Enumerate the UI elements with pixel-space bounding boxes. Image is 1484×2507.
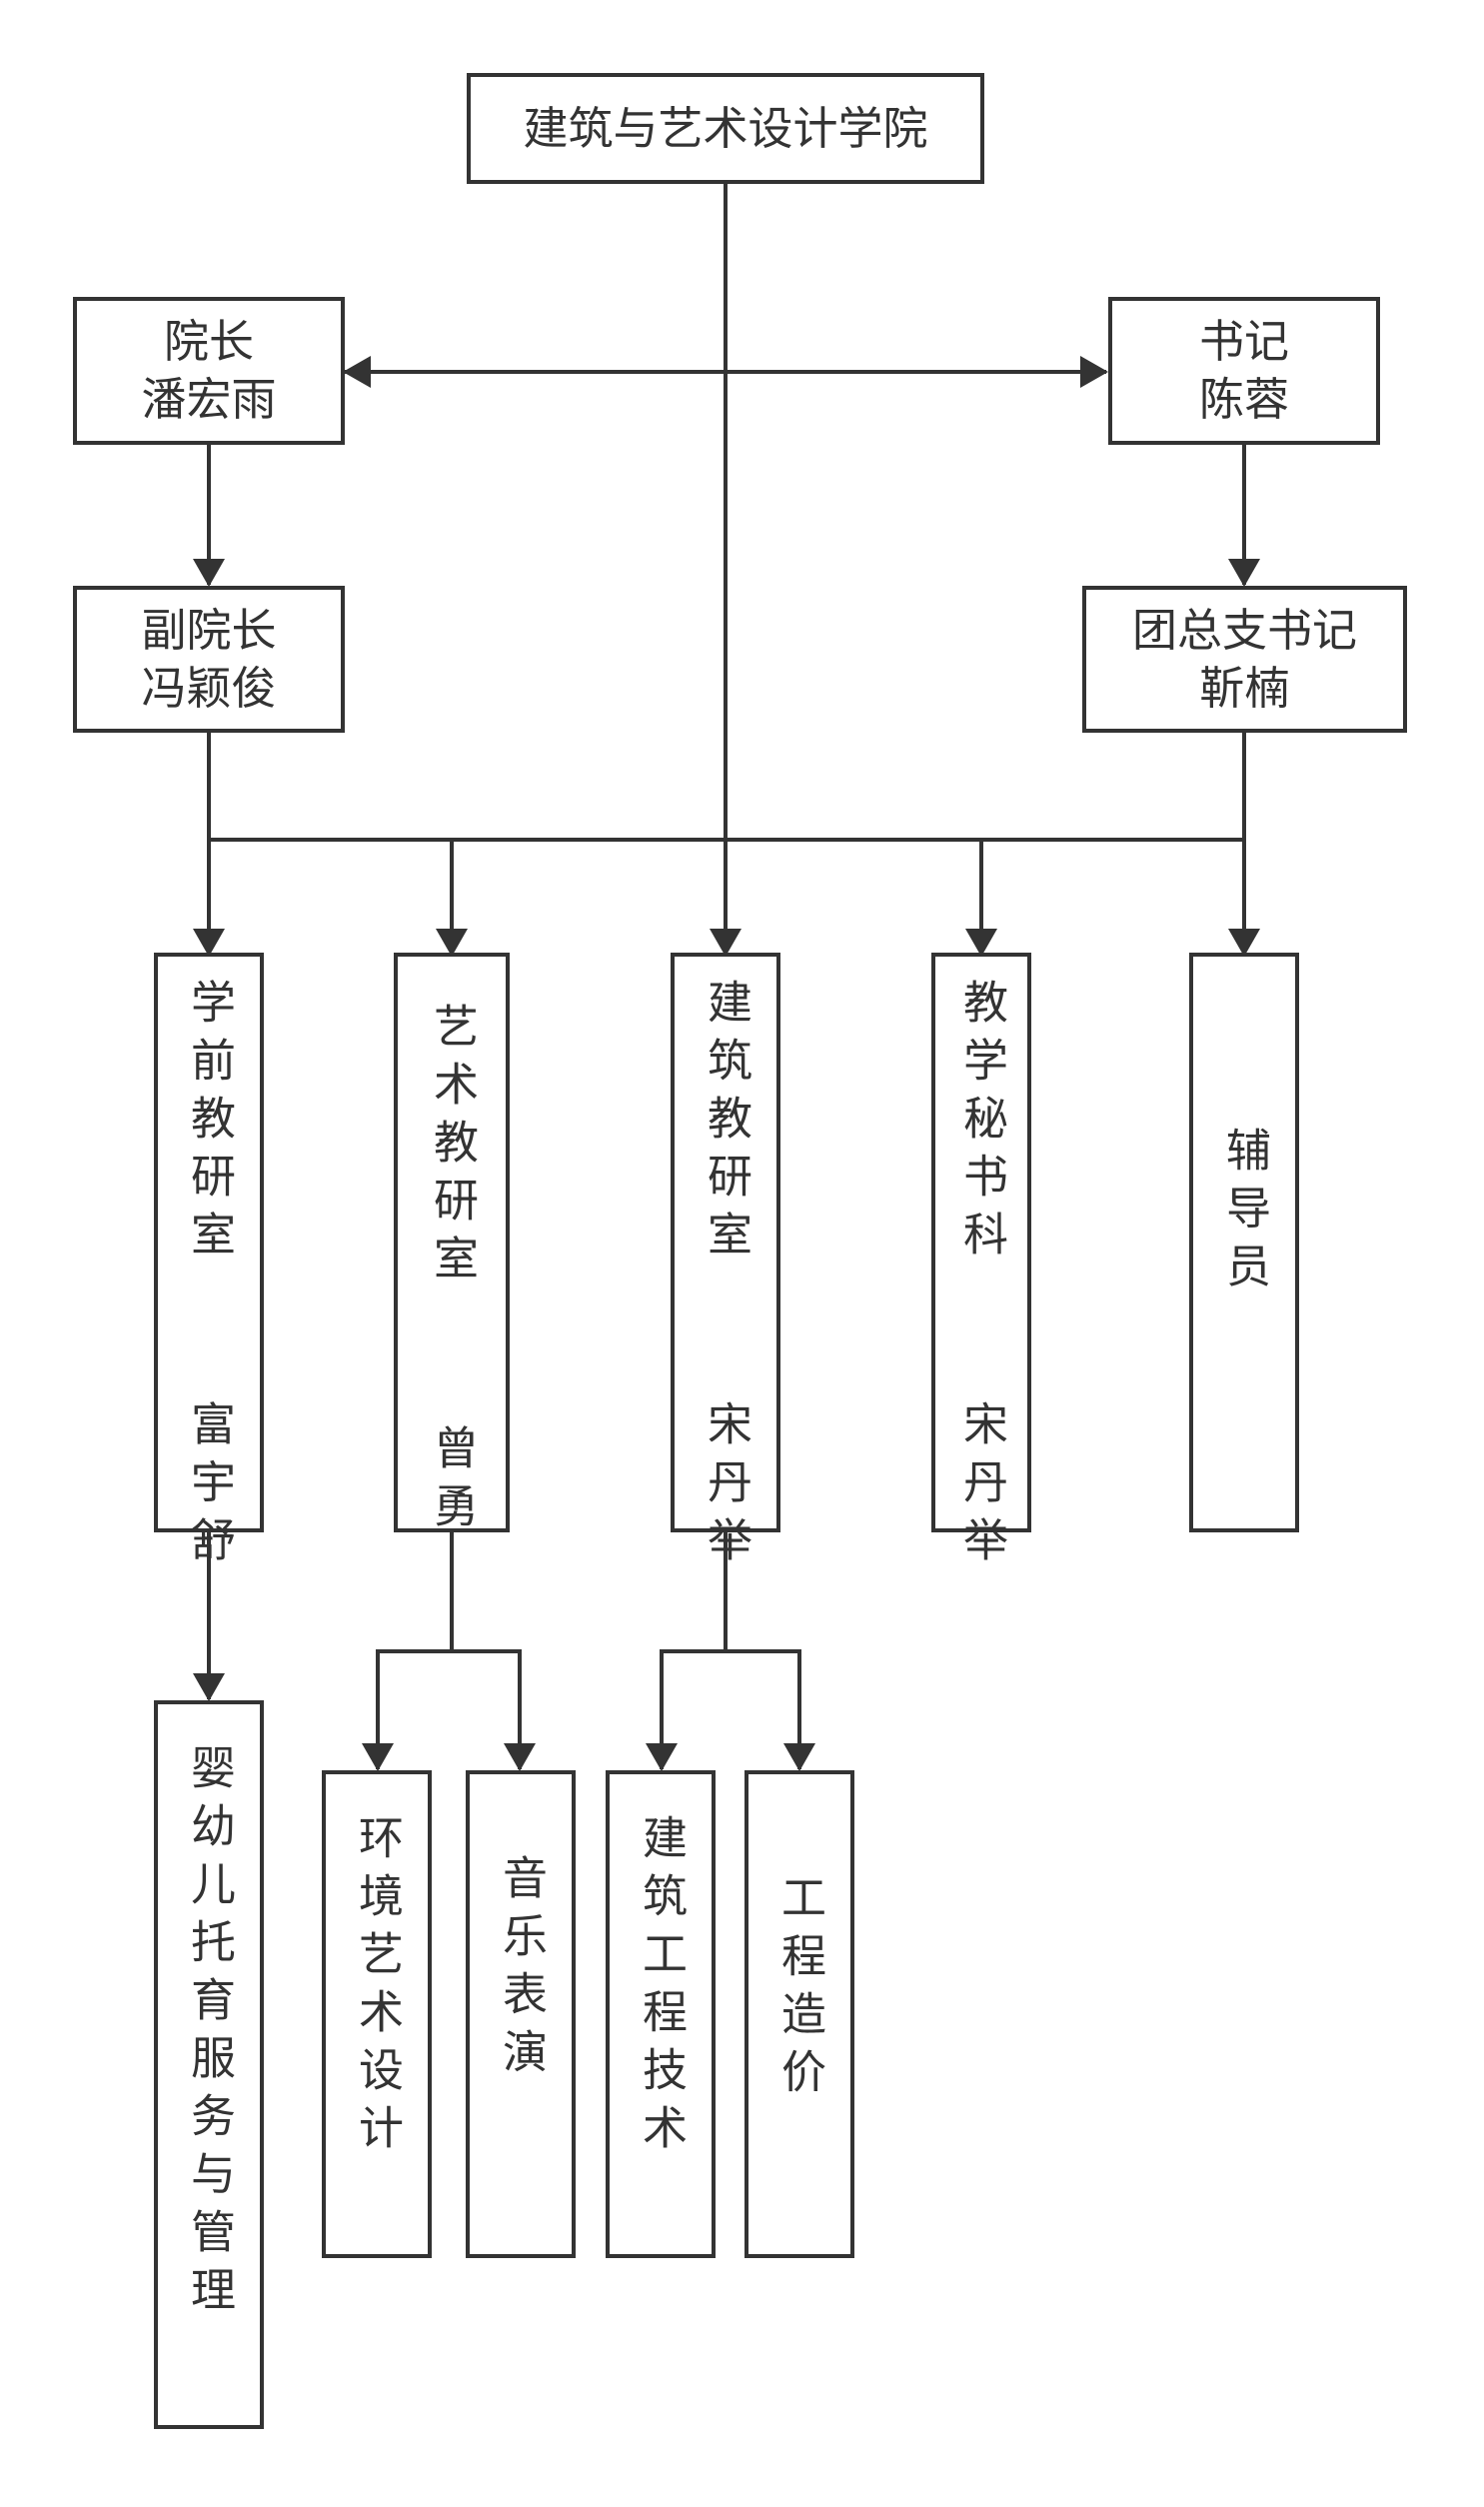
dept-preschool-box: 学前教研室 富宇舒	[154, 953, 264, 1574]
youth-secretary-name: 靳楠	[1199, 661, 1290, 715]
dean-name: 潘宏雨	[141, 373, 277, 426]
major-construction-box: 建筑工程技术	[606, 1770, 716, 2258]
dean-box: 院长 潘宏雨	[73, 297, 345, 445]
vice-dean-box: 副院长 冯颖俊	[73, 586, 345, 733]
major-environment-art-box: 环境艺术设计	[322, 1770, 432, 2258]
vice-dean-title: 副院长	[141, 603, 277, 657]
dean-title: 院长	[163, 315, 254, 368]
vice-dean-name: 冯颖俊	[141, 661, 277, 715]
major-cost-box: 工程造价	[744, 1770, 854, 2258]
college-box: 建筑与艺术设计学院	[467, 73, 984, 184]
dept-architecture-label: 建筑教研室 宋丹举	[700, 979, 752, 1574]
dept-teaching-office-label: 教学秘书科 宋丹举	[955, 979, 1008, 1574]
major-environment-art-label: 环境艺术设计	[351, 1814, 404, 2162]
secretary-title: 书记	[1198, 315, 1289, 368]
dept-art-box: 艺术教研室 曾勇	[394, 953, 510, 1540]
major-cost-label: 工程造价	[773, 1874, 826, 2106]
youth-secretary-box: 团总支书记 靳楠	[1082, 586, 1407, 733]
connector-art-music	[452, 1649, 536, 1771]
dept-architecture-box: 建筑教研室 宋丹举	[671, 953, 780, 1574]
connector-art-majors	[362, 1531, 454, 1771]
secretary-name: 陈蓉	[1198, 373, 1289, 426]
dept-preschool-label: 学前教研室 富宇舒	[183, 979, 236, 1574]
dept-counselor-label: 辅导员	[1218, 1127, 1271, 1300]
major-childcare-label: 婴幼儿托育服务与管理	[183, 1744, 236, 2324]
major-construction-label: 建筑工程技术	[635, 1814, 688, 2162]
dept-art-label: 艺术教研室 曾勇	[426, 1003, 479, 1540]
major-music-box: 音乐表演	[466, 1770, 576, 2258]
major-childcare-box: 婴幼儿托育服务与管理	[154, 1700, 264, 2429]
college-title: 建筑与艺术设计学院	[523, 101, 928, 155]
connector-arch-cost	[726, 1649, 815, 1771]
dept-teaching-office-box: 教学秘书科 宋丹举	[931, 953, 1031, 1574]
major-music-label: 音乐表演	[495, 1854, 548, 2086]
dept-counselor-box: 辅导员	[1189, 953, 1299, 1532]
secretary-box: 书记 陈蓉	[1108, 297, 1380, 445]
connector-arch-majors	[646, 1531, 728, 1771]
youth-secretary-title: 团总支书记	[1131, 603, 1357, 657]
